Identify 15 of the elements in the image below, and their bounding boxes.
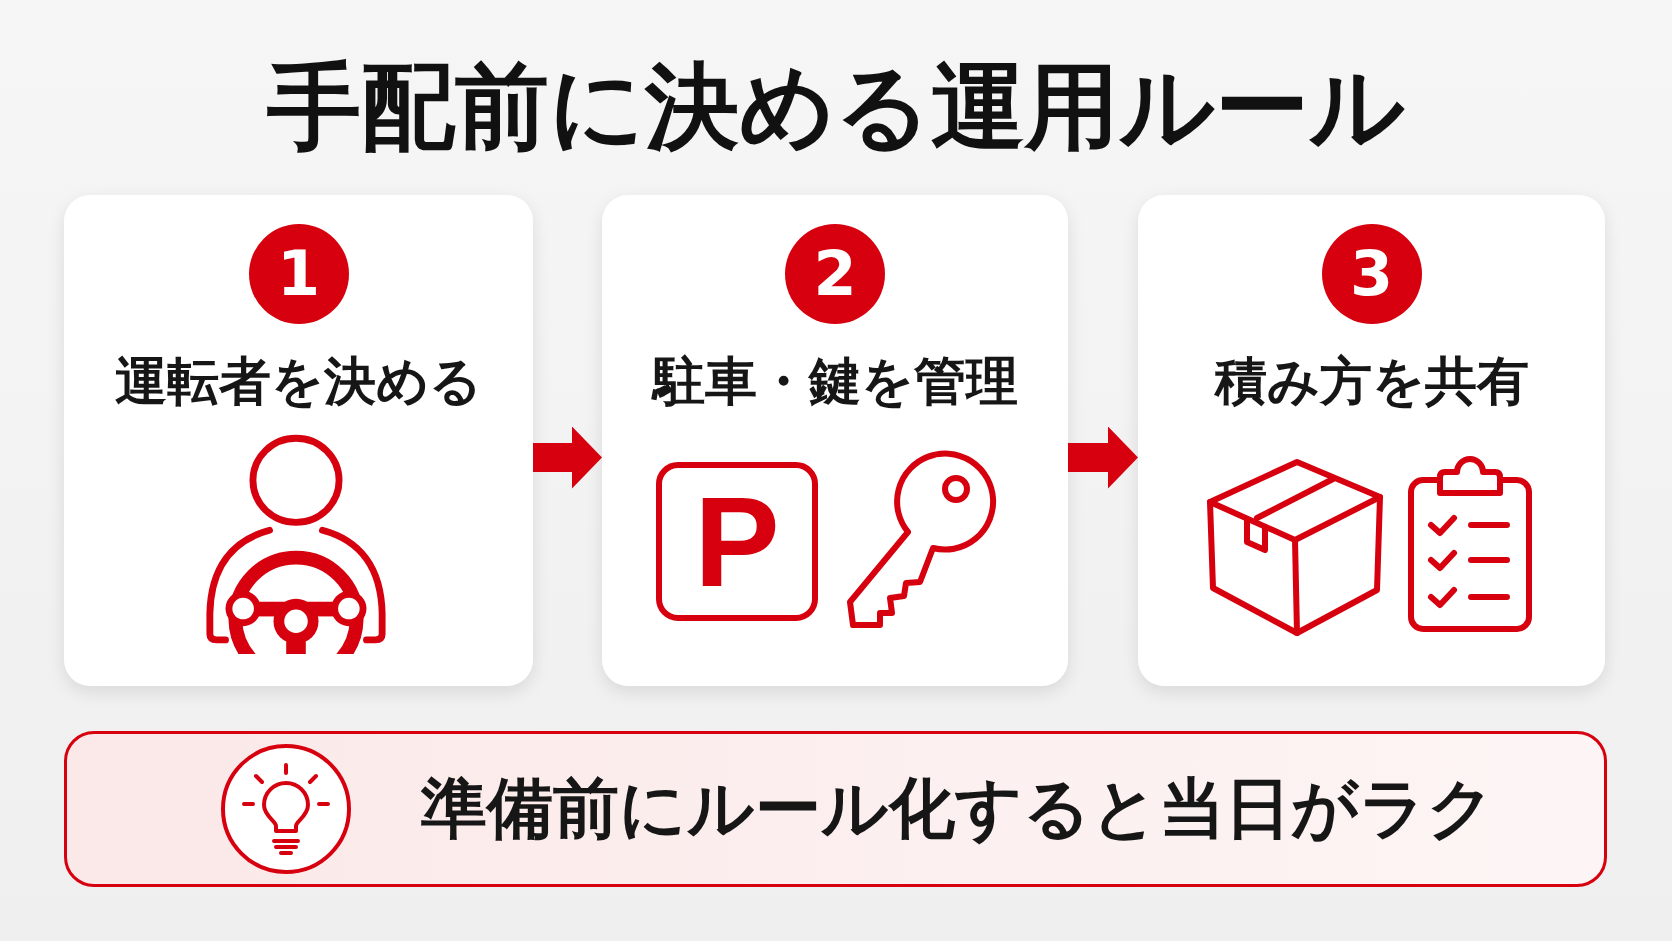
page-title: 手配前に決める運用ルール xyxy=(267,60,1405,154)
step-number: 2 xyxy=(785,224,885,324)
step-title: 積み方を共有 xyxy=(1214,350,1529,412)
step-title: 駐車・鍵を管理 xyxy=(652,350,1018,412)
parking-sign: P xyxy=(656,462,818,621)
arrow xyxy=(1068,426,1138,489)
step-card xyxy=(602,195,1068,686)
step-card xyxy=(1138,195,1605,686)
arrow xyxy=(533,426,602,489)
tip-text: 準備前にルール化すると当日がラク xyxy=(421,769,1495,849)
step-title: 運転者を決める xyxy=(115,350,482,412)
tip-banner xyxy=(64,731,1607,887)
step-number: 1 xyxy=(248,224,349,324)
step-number: 3 xyxy=(1321,224,1422,324)
step-card xyxy=(64,195,533,686)
